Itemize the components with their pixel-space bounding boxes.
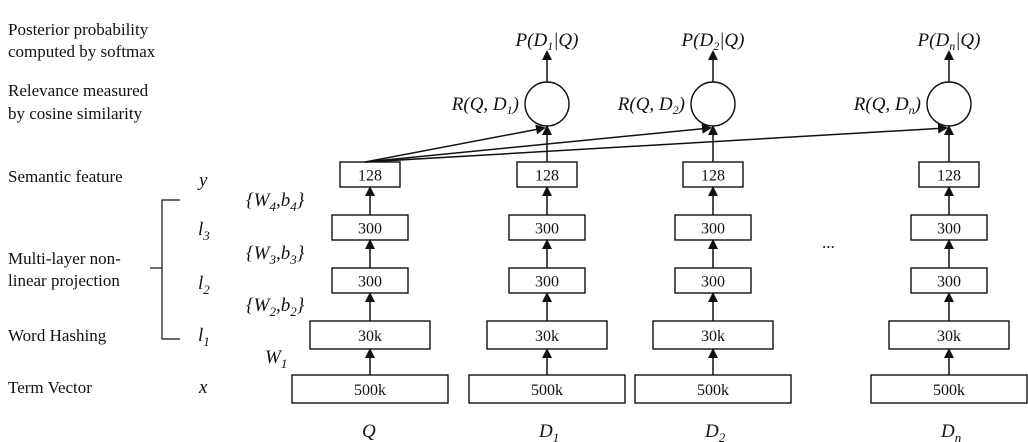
layer-box-hidden2: [674, 267, 752, 294]
layer-size-hidden2: 300: [535, 274, 559, 291]
query-to-relevance-arrow: [364, 123, 948, 163]
word-hashing-label: Word Hashing: [8, 326, 107, 345]
layer-size-hidden2: 300: [358, 274, 382, 291]
layer-size-hashing: 30k: [937, 328, 961, 345]
query-to-relevance-arrow: [364, 124, 546, 163]
layer-size-hidden3: 300: [535, 221, 559, 238]
layer-size-semantic: 128: [358, 168, 382, 185]
posterior-label: P(Dn|Q): [917, 30, 981, 53]
multilayer-label-line1: Multi-layer non-: [8, 249, 121, 268]
posterior-label-line2: computed by softmax: [8, 42, 156, 61]
weight-label-w1: W1: [265, 347, 287, 371]
hidden-layers-bracket: [161, 199, 180, 340]
layer-box-semantic: [918, 161, 980, 188]
column-label: D2: [704, 421, 726, 442]
posterior-label: P(D2|Q): [681, 30, 745, 53]
relevance-label-line2: by cosine similarity: [8, 104, 143, 123]
layer-size-semantic: 128: [535, 168, 559, 185]
layer-symbol-l1: l1: [198, 325, 210, 349]
relevance-label: R(Q, D1): [451, 94, 519, 117]
term-vector-label: Term Vector: [8, 378, 92, 397]
layer-box-hashing: [888, 320, 1010, 350]
cosine-similarity-node: [926, 81, 972, 127]
posterior-label-line1: Posterior probability: [8, 20, 149, 39]
layer-size-hashing: 30k: [535, 328, 559, 345]
layer-symbol-x: x: [198, 377, 208, 398]
layer-size-input: 500k: [354, 382, 386, 399]
query-relevance-links: [364, 123, 948, 163]
layer-size-hidden3: 300: [701, 221, 725, 238]
relevance-label: R(Q, D2): [617, 94, 685, 117]
layer-symbol-y: y: [197, 170, 208, 191]
layer-size-hidden2: 300: [937, 274, 961, 291]
weight-label-w4: {W4,b4}: [246, 190, 305, 214]
semantic-feature-label: Semantic feature: [8, 167, 123, 186]
layer-size-semantic: 128: [701, 168, 725, 185]
relevance-label: R(Q, Dn): [853, 94, 921, 117]
layer-box-input: [291, 374, 449, 404]
layer-size-hidden3: 300: [937, 221, 961, 238]
layer-size-hidden2: 300: [701, 274, 725, 291]
posterior-label: P(D1|Q): [515, 30, 579, 53]
layer-box-hidden3: [331, 214, 409, 241]
layer-size-input: 500k: [531, 382, 563, 399]
cosine-similarity-node: [524, 81, 570, 127]
relevance-label-line1: Relevance measured: [8, 81, 149, 100]
weight-label-w3: {W3,b3}: [246, 243, 305, 267]
layer-size-hidden3: 300: [358, 221, 382, 238]
column-label: Q: [362, 421, 376, 442]
relevance-nodes: R(Q, D1) P(D1|Q) R(Q, D2) P(D2|Q) R(Q, Dn) P(…: [451, 30, 981, 162]
layer-box-hidden3: [910, 214, 988, 241]
weight-label-w2: {W2,b2}: [246, 295, 305, 319]
layer-size-hashing: 30k: [701, 328, 725, 345]
layer-box-input: [468, 374, 626, 404]
column-label: D1: [538, 421, 559, 442]
cosine-similarity-node: [690, 81, 736, 127]
layer-symbol-l2: l2: [198, 273, 210, 297]
layer-symbol-l3: l3: [198, 219, 210, 243]
multilayer-label-line2: linear projection: [8, 271, 120, 290]
layer-size-input: 500k: [933, 382, 965, 399]
layer-box-hidden3: [674, 214, 752, 241]
ellipsis-more-documents: ...: [822, 233, 835, 252]
layer-box-hidden2: [508, 267, 586, 294]
column-label: Dn: [940, 421, 961, 442]
query-to-relevance-arrow: [364, 123, 712, 163]
layer-box-input: [634, 374, 792, 404]
layer-size-hashing: 30k: [358, 328, 382, 345]
layer-size-semantic: 128: [937, 168, 961, 185]
layer-size-input: 500k: [697, 382, 729, 399]
layer-box-hidden2: [331, 267, 409, 294]
